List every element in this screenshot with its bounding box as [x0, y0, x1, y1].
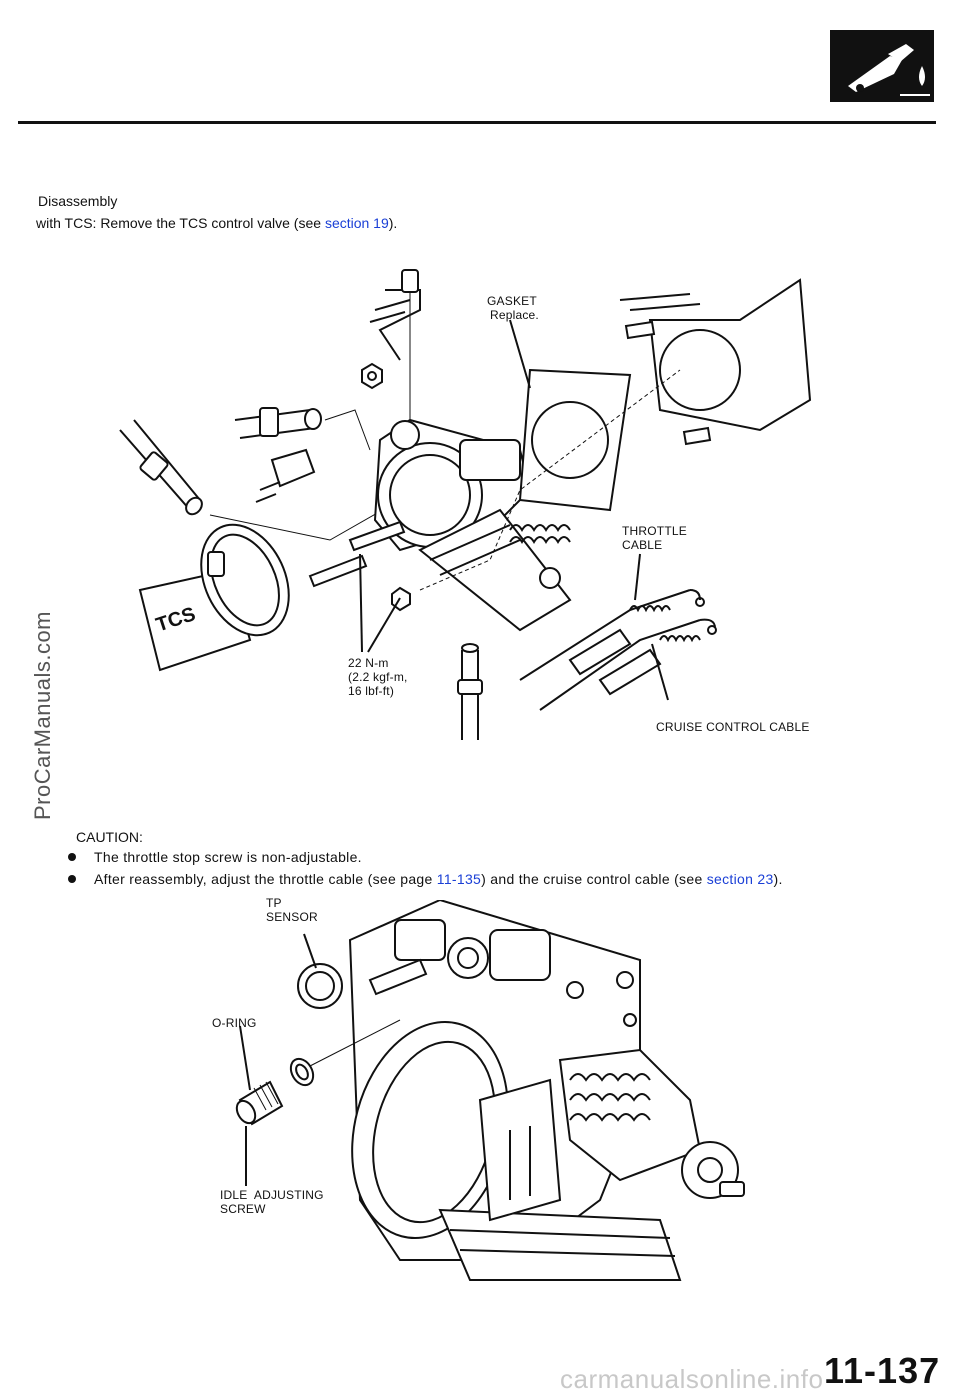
section-23-link[interactable]: section 23 — [706, 871, 774, 887]
caution-item: The throttle stop screw is non-adjustabl… — [66, 846, 783, 868]
throttle-cable-label: THROTTLE CABLE — [622, 524, 687, 552]
gasket-label: GASKET Replace. — [487, 294, 539, 322]
side-watermark: ProCarManuals.com — [30, 610, 55, 820]
section-19-link[interactable]: section 19 — [324, 215, 389, 231]
intro-instruction: with TCS: Remove the TCS control valve (… — [36, 215, 398, 231]
bullet-icon — [68, 853, 76, 861]
cruise-control-cable-label: CRUISE CONTROL CABLE — [656, 720, 810, 734]
page-11-135-link[interactable]: 11-135 — [436, 871, 482, 887]
fuel-nozzle-icon — [830, 30, 934, 102]
caution-item: After reassembly, adjust the throttle ca… — [66, 868, 783, 890]
page-number: 11-137 — [824, 1350, 941, 1391]
header-rule — [18, 121, 936, 124]
o-ring-label: O-RING — [212, 1016, 257, 1030]
torque-spec-label: 22 N-m (2.2 kgf-m, 16 lbf-ft) — [348, 656, 408, 698]
caution-title: CAUTION: — [76, 829, 143, 845]
section-title: Disassembly — [38, 193, 118, 209]
throttle-body-detail-diagram — [235, 900, 745, 1281]
tp-sensor-label: TP SENSOR — [266, 896, 318, 924]
throttle-body-exploded-diagram: TCS — [119, 269, 812, 740]
idle-adjusting-screw-label: IDLE ADJUSTING SCREW — [220, 1188, 324, 1216]
footer-watermark: carmanualsonline.info — [560, 1364, 824, 1394]
caution-list: The throttle stop screw is non-adjustabl… — [66, 846, 783, 890]
intro-block: Disassembly with TCS: Remove the TCS con… — [36, 190, 398, 234]
bullet-icon — [68, 875, 76, 883]
